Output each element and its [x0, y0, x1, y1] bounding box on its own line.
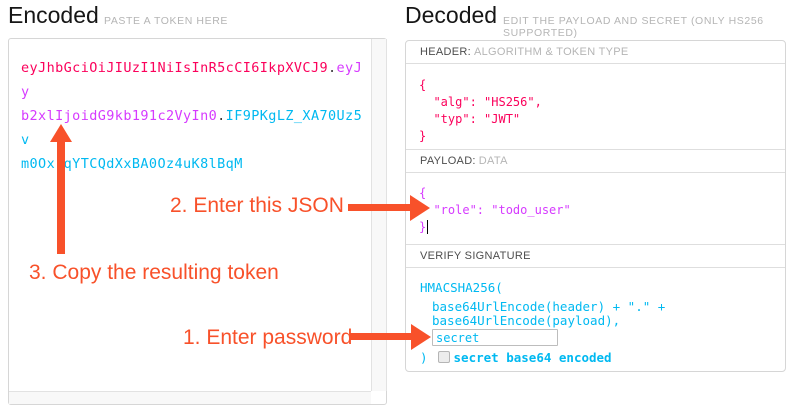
token-payload-segment-2: b2xlIjoidG9kb191c2VyIn0: [21, 108, 218, 124]
payload-json-line: {: [419, 186, 427, 200]
token-payload-segment-1: eyJy: [21, 60, 363, 100]
decoded-title: Decoded: [405, 2, 498, 28]
arrow-step2-head: [410, 195, 430, 221]
decoded-box: HEADER:ALGORITHM & TOKEN TYPE { "alg": "…: [405, 40, 786, 372]
token-signature-segment-2: m0OxrqYTCQdXxBA0Oz4uK8lBqM: [21, 156, 243, 172]
base64-encoded-checkbox[interactable]: [437, 351, 450, 363]
signature-area: HMACSHA256( base64UrlEncode(header) + ".…: [406, 267, 785, 371]
annotation-step1: 1. Enter password: [183, 326, 353, 349]
token-header-segment: eyJhbGciOiJIUzI1NiIsInR5cCI6IkpXVCJ9: [21, 60, 328, 76]
encoded-panel-heading: Encoded: [8, 2, 99, 29]
arrow-step1-shaft: [350, 333, 412, 340]
token-signature-segment-1: IF9PKgLZ_XA70Uz5v: [21, 108, 363, 148]
signature-encode-header-line: base64UrlEncode(header) + "." +: [432, 299, 666, 314]
encoded-token-box[interactable]: eyJhbGciOiJIUzI1NiIsInR5cCI6IkpXVCJ9.eyJ…: [8, 38, 387, 405]
header-json-line: "typ": "JWT": [419, 112, 521, 126]
verify-signature-label: VERIFY SIGNATURE: [420, 250, 531, 262]
text-cursor: [427, 220, 429, 234]
verify-signature-section-bar: VERIFY SIGNATURE: [406, 244, 785, 268]
header-section-bar: HEADER:ALGORITHM & TOKEN TYPE: [406, 41, 785, 64]
signature-encode-payload-line: base64UrlEncode(payload),: [432, 313, 621, 328]
secret-input[interactable]: [432, 329, 558, 346]
decoded-panel-heading: Decoded: [405, 2, 497, 29]
decoded-subtitle: EDIT THE PAYLOAD AND SECRET (ONLY HS256 …: [503, 15, 764, 39]
annotation-step2: 2. Enter this JSON: [170, 194, 344, 217]
payload-section-sublabel: DATA: [478, 155, 508, 167]
arrow-up-shaft: [57, 141, 65, 254]
header-json-editor[interactable]: { "alg": "HS256", "typ": "JWT" }: [406, 64, 785, 145]
header-json-line: }: [419, 129, 427, 143]
payload-json-editor[interactable]: { "role": "todo_user" }: [406, 172, 785, 236]
token-dot-2: .: [217, 108, 226, 124]
header-section-label: HEADER:: [420, 46, 471, 58]
payload-json-line: "role": "todo_user": [419, 203, 571, 217]
payload-section-label: PAYLOAD:: [420, 155, 476, 167]
header-json-line: "alg": "HS256",: [419, 95, 542, 109]
header-section-sublabel: ALGORITHM & TOKEN TYPE: [474, 46, 629, 58]
arrow-up-head: [50, 124, 72, 142]
base64-encoded-checkbox-label: secret base64 encoded: [453, 350, 612, 365]
closing-paren: ): [420, 350, 428, 365]
arrow-step1-head: [411, 324, 431, 350]
signature-algorithm-line: HMACSHA256(: [420, 280, 503, 295]
payload-section-bar: PAYLOAD:DATA: [406, 149, 785, 173]
token-dot-1: .: [328, 60, 337, 76]
payload-json-line: }: [419, 220, 427, 234]
encoded-title: Encoded: [8, 2, 99, 28]
arrow-step2-shaft: [348, 204, 411, 211]
token-editor[interactable]: eyJhbGciOiJIUzI1NiIsInR5cCI6IkpXVCJ9.eyJ…: [21, 56, 366, 176]
header-json-line: {: [419, 78, 427, 92]
encoded-subtitle: PASTE A TOKEN HERE: [104, 15, 229, 27]
vertical-scrollbar[interactable]: [371, 39, 387, 391]
annotation-step3: 3. Copy the resulting token: [29, 261, 279, 284]
horizontal-scrollbar[interactable]: [9, 391, 371, 404]
